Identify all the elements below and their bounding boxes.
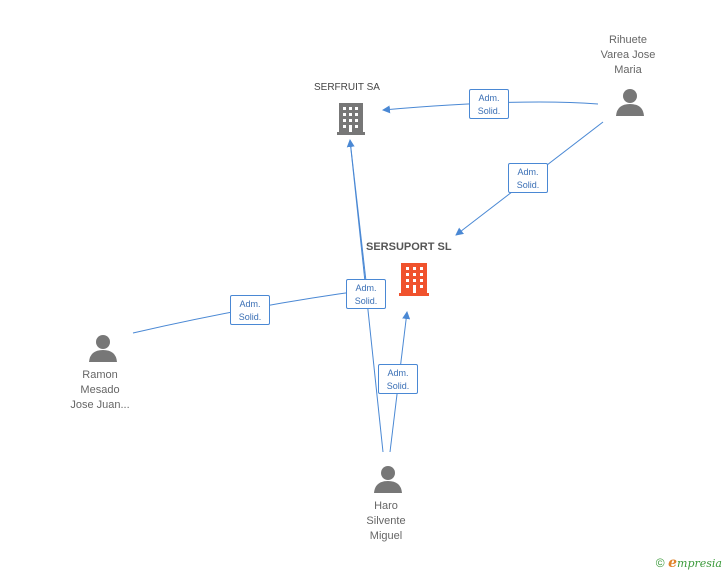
person-name-line: Mesado [80, 384, 120, 396]
relation-role: Adm. [478, 93, 500, 103]
relation-type: Solid. [477, 106, 501, 116]
relation-badge-rihuete-serfruit[interactable]: Adm. Solid. [469, 89, 509, 119]
relation-badge-rihuete-sersuport[interactable]: Adm. Solid. [508, 163, 548, 193]
person-name-line: Maria [614, 64, 642, 76]
building-icon-main[interactable] [399, 263, 429, 296]
person-label-haro[interactable]: Haro Silvente Miguel [346, 499, 426, 544]
person-name-line: Jose Juan... [70, 399, 130, 411]
relation-type: Solid. [238, 312, 262, 322]
edge-ramon-serfruit-tail [349, 139, 368, 291]
person-name-line: Haro [374, 500, 398, 512]
relation-badge-haro-sersuport[interactable]: Adm. Solid. [378, 364, 418, 394]
brand-initial: e [668, 555, 678, 571]
person-icon-rihuete[interactable] [616, 89, 644, 116]
brand-footer[interactable]: © empresia [656, 555, 722, 571]
relation-role: Adm. [387, 368, 409, 378]
company-name-serfruit[interactable]: SERFRUIT SA [314, 82, 380, 93]
relation-type: Solid. [354, 296, 378, 306]
person-name-line: Ramon [82, 369, 118, 381]
relation-type: Solid. [516, 180, 540, 190]
brand-name: mpresia [677, 557, 722, 570]
person-label-ramon[interactable]: Ramon Mesado Jose Juan... [58, 368, 142, 413]
building-icon[interactable] [337, 103, 365, 135]
person-name-line: Rihuete [609, 34, 647, 46]
person-name-line: Varea Jose [600, 49, 656, 61]
company-name-sersuport[interactable]: SERSUPORT SL [366, 241, 452, 253]
relation-type: Solid. [386, 381, 410, 391]
relation-role: Adm. [239, 299, 261, 309]
person-name-line: Miguel [369, 530, 403, 542]
relation-badge-haro-serfruit[interactable]: Adm. Solid. [346, 279, 386, 309]
person-icon-ramon[interactable] [89, 335, 117, 362]
person-icon-haro[interactable] [374, 466, 402, 493]
person-label-rihuete[interactable]: Rihuete Varea Jose Maria [588, 33, 668, 78]
relation-role: Adm. [355, 283, 377, 293]
person-name-line: Silvente [366, 515, 406, 527]
copyright-icon: © [655, 556, 665, 570]
relation-role: Adm. [517, 167, 539, 177]
relation-badge-ramon-serfruit[interactable]: Adm. Solid. [230, 295, 270, 325]
